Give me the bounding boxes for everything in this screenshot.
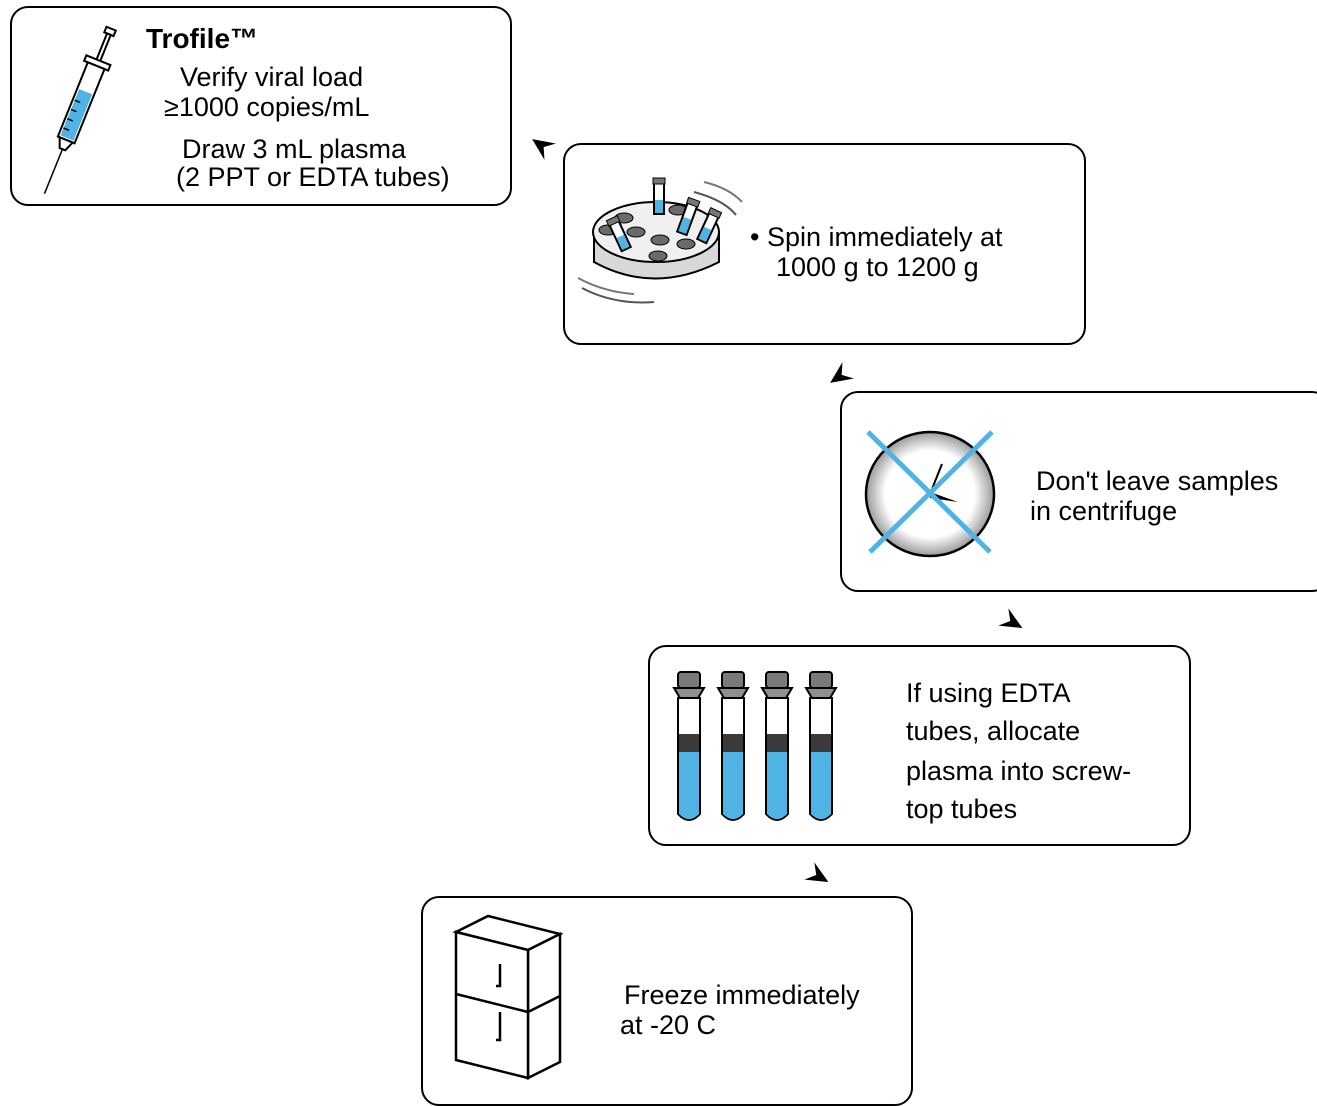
step5-line2: at -20 C [620, 1010, 717, 1040]
arrow-3-icon [998, 608, 1023, 628]
step3-line1: Don't leave samples [1036, 466, 1279, 496]
step1-line1: Verify viral load [180, 62, 364, 92]
step4-line2: tubes, allocate [906, 716, 1081, 746]
crossed-clock-icon [864, 430, 996, 558]
step1-line3: Draw 3 mL plasma [182, 134, 407, 164]
step5-line1: Freeze immediately [624, 980, 860, 1010]
step2-line2: 1000 g to 1200 g [776, 252, 979, 282]
step4-line3: plasma into screw- [906, 756, 1132, 786]
test-tubes-icon [672, 671, 837, 821]
step1-box [10, 6, 512, 206]
syringe-icon [43, 25, 118, 194]
arrow-4-icon [804, 862, 829, 882]
step1-line2: ≥1000 copies/mL [164, 92, 370, 122]
arrow-2-icon [830, 362, 854, 383]
step1-title: Trofile™ [146, 23, 259, 54]
step3-line2: in centrifuge [1030, 496, 1178, 526]
step1-line4: (2 PPT or EDTA tubes) [176, 162, 450, 192]
arrow-1-icon [532, 139, 556, 160]
step4-line1: If using EDTA [906, 678, 1071, 708]
step2-line1: • Spin immediately at [750, 222, 1003, 252]
centrifuge-icon [577, 177, 743, 304]
refrigerator-icon [452, 914, 564, 1081]
step4-line4: top tubes [906, 794, 1018, 824]
